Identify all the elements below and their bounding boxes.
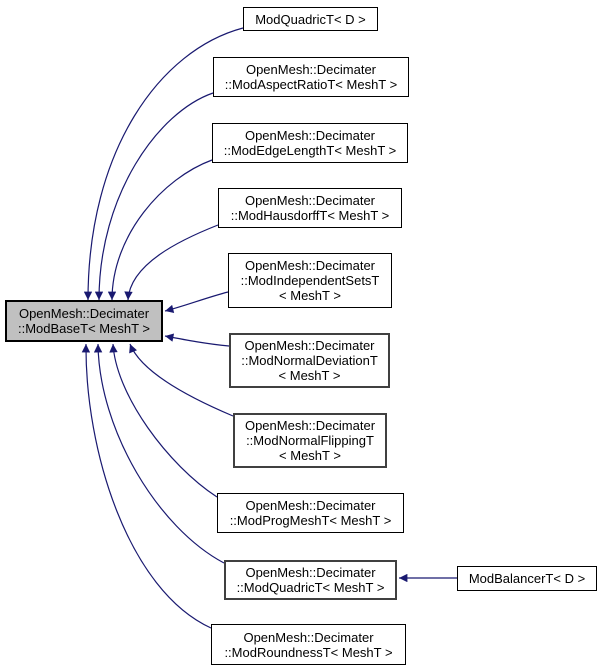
edge-mod-hausdorff-to-mod-base bbox=[124, 224, 219, 301]
node-mod-edge-length[interactable]: OpenMesh::Decimater ::ModEdgeLengthT< Me… bbox=[212, 123, 408, 163]
node-mod-balancer[interactable]: ModBalancerT< D > bbox=[457, 566, 597, 591]
node-mod-hausdorff[interactable]: OpenMesh::Decimater ::ModHausdorffT< Mes… bbox=[218, 188, 402, 228]
node-label: ModQuadricT< D > bbox=[255, 11, 366, 27]
node-label: OpenMesh::Decimater ::ModAspectRatioT< M… bbox=[224, 62, 398, 92]
node-label: OpenMesh::Decimater ::ModEdgeLengthT< Me… bbox=[223, 128, 397, 158]
edge-mod-normal-flipping-to-mod-base bbox=[129, 343, 234, 417]
node-label: ModBalancerT< D > bbox=[468, 571, 586, 586]
node-mod-quadric-mesh[interactable]: OpenMesh::Decimater ::ModQuadricT< MeshT… bbox=[224, 560, 397, 600]
node-label: OpenMesh::Decimater ::ModProgMeshT< Mesh… bbox=[229, 498, 392, 528]
node-label: OpenMesh::Decimater ::ModBaseT< MeshT > bbox=[18, 306, 150, 336]
node-label: OpenMesh::Decimater ::ModRoundnessT< Mes… bbox=[224, 629, 393, 660]
edge-mod-normal-deviation-to-mod-base bbox=[164, 333, 230, 347]
edge-mod-prog-mesh-to-mod-base bbox=[109, 343, 218, 498]
edge-mod-independent-sets-to-mod-base bbox=[164, 291, 229, 314]
node-label: OpenMesh::Decimater ::ModHausdorffT< Mes… bbox=[230, 193, 390, 223]
node-label: OpenMesh::Decimater ::ModIndependentSets… bbox=[240, 258, 380, 303]
edge-mod-roundness-to-mod-base bbox=[81, 343, 212, 629]
node-label: OpenMesh::Decimater ::ModNormalFlippingT… bbox=[244, 418, 376, 463]
edge-mod-edge-length-to-mod-base bbox=[107, 159, 213, 301]
node-mod-normal-deviation[interactable]: OpenMesh::Decimater ::ModNormalDeviation… bbox=[229, 333, 390, 388]
node-mod-independent-sets[interactable]: OpenMesh::Decimater ::ModIndependentSets… bbox=[228, 253, 392, 308]
node-mod-normal-flipping[interactable]: OpenMesh::Decimater ::ModNormalFlippingT… bbox=[233, 413, 387, 468]
node-mod-aspect-ratio[interactable]: OpenMesh::Decimater ::ModAspectRatioT< M… bbox=[213, 57, 409, 97]
edge-mod-aspect-ratio-to-mod-base bbox=[94, 92, 214, 301]
edge-mod-quadric-mesh-to-mod-base bbox=[93, 343, 225, 564]
edge-mod-quadric-d-to-mod-base bbox=[83, 27, 244, 301]
node-mod-prog-mesh[interactable]: OpenMesh::Decimater ::ModProgMeshT< Mesh… bbox=[217, 493, 404, 533]
node-label: OpenMesh::Decimater ::ModNormalDeviation… bbox=[241, 338, 378, 383]
node-mod-quadric-d[interactable]: ModQuadricT< D > bbox=[243, 7, 378, 31]
node-mod-base: OpenMesh::Decimater ::ModBaseT< MeshT > bbox=[5, 300, 163, 342]
node-label: OpenMesh::Decimater ::ModQuadricT< MeshT… bbox=[236, 565, 385, 595]
node-mod-roundness[interactable]: OpenMesh::Decimater ::ModRoundnessT< Mes… bbox=[211, 624, 406, 665]
